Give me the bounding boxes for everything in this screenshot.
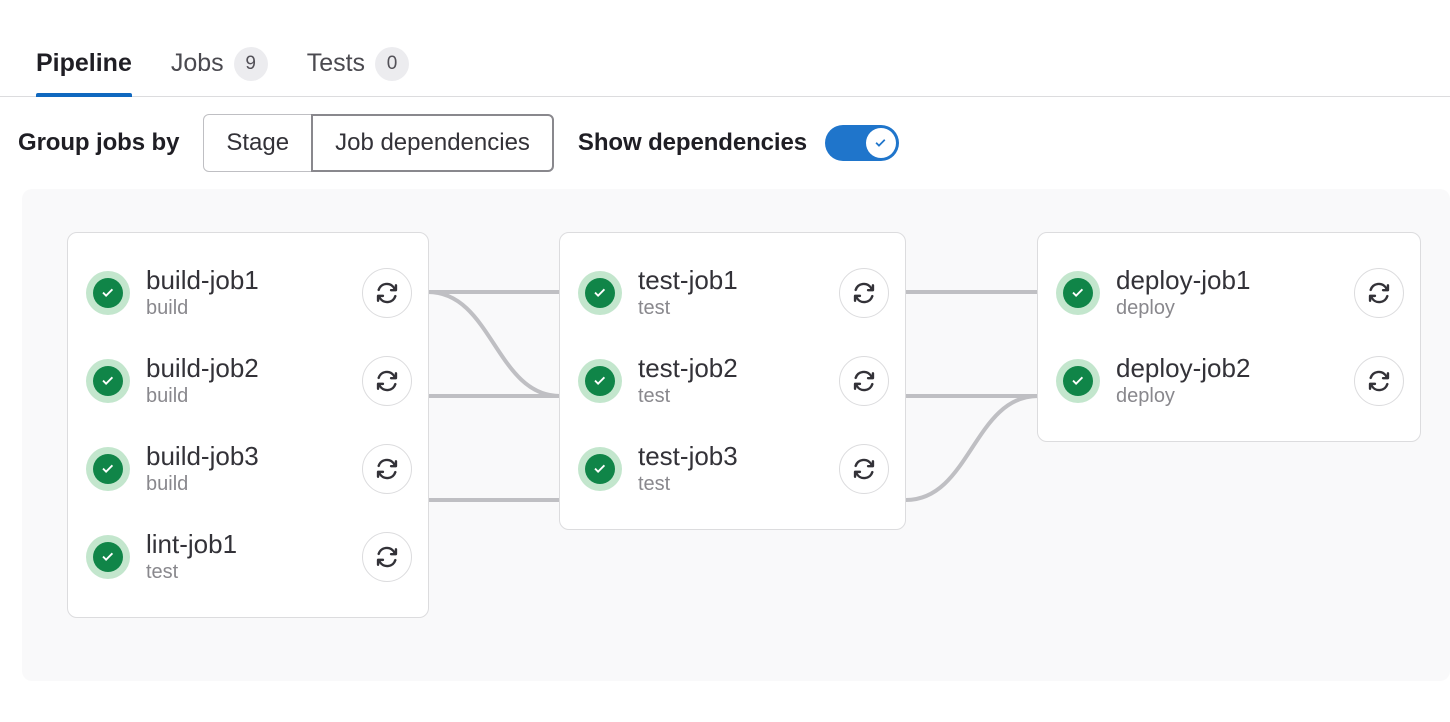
show-dependencies-toggle[interactable] [824, 125, 899, 161]
retry-icon [376, 546, 398, 568]
retry-job-button[interactable] [362, 268, 412, 318]
job-name: build-job2 [146, 353, 259, 383]
job-stage: build [146, 385, 189, 407]
job-stage: test [146, 561, 179, 583]
tab-jobs-label: Jobs [170, 49, 224, 77]
job-text: build-job2 build [146, 353, 352, 409]
retry-icon [376, 282, 398, 304]
job-row-build-job3[interactable]: build-job3 build [68, 425, 428, 513]
link-build-job1-test-job2 [427, 290, 561, 398]
toggle-knob [865, 128, 896, 158]
job-row-deploy-job1[interactable]: deploy-job1 deploy [1038, 249, 1420, 337]
pipeline-controls: Group jobs by Stage Job dependencies Sho… [0, 97, 1450, 189]
job-text: deploy-job2 deploy [1116, 353, 1344, 409]
tab-jobs-badge: 9 [233, 46, 268, 81]
pipeline-graph-inner: build-job1 build build-job2 buil [22, 189, 1450, 681]
status-success-icon [86, 447, 130, 491]
status-success-icon [1056, 271, 1100, 315]
retry-icon [1368, 282, 1390, 304]
job-text: build-job1 build [146, 265, 352, 321]
status-success-icon [578, 359, 622, 403]
tab-pipeline-label: Pipeline [36, 49, 132, 77]
check-icon [875, 139, 886, 147]
job-name: lint-job1 [146, 529, 238, 559]
job-row-build-job1[interactable]: build-job1 build [68, 249, 428, 337]
job-stage: test [638, 385, 671, 407]
job-name: test-job1 [638, 265, 738, 295]
job-text: test-job3 test [638, 441, 829, 497]
status-success-icon [86, 271, 130, 315]
job-name: test-job2 [638, 353, 738, 383]
status-success-icon [578, 271, 622, 315]
tab-jobs[interactable]: Jobs 9 [152, 0, 288, 97]
job-name: test-job3 [638, 441, 738, 471]
retry-job-button[interactable] [839, 444, 889, 494]
job-name: deploy-job1 [1116, 265, 1251, 295]
status-success-icon [86, 359, 130, 403]
retry-icon [376, 370, 398, 392]
job-stage: deploy [1116, 297, 1175, 319]
show-dependencies-group: Show dependencies [578, 125, 899, 161]
job-name: build-job3 [146, 441, 259, 471]
retry-job-button[interactable] [839, 356, 889, 406]
job-stage: build [146, 297, 189, 319]
group-by-stage-button[interactable]: Stage [203, 114, 313, 172]
job-row-test-job2[interactable]: test-job2 test [560, 337, 905, 425]
retry-icon [853, 282, 875, 304]
job-name: build-job1 [146, 265, 259, 295]
pipeline-tab-bar: Pipeline Jobs 9 Tests 0 [0, 0, 1450, 97]
status-success-icon [86, 535, 130, 579]
retry-job-button[interactable] [839, 268, 889, 318]
retry-icon [853, 370, 875, 392]
tab-tests-badge: 0 [375, 46, 410, 81]
job-text: deploy-job1 deploy [1116, 265, 1344, 321]
retry-icon [1368, 370, 1390, 392]
group-jobs-by-label: Group jobs by [18, 129, 180, 156]
retry-job-button[interactable] [1354, 356, 1404, 406]
retry-icon [376, 458, 398, 480]
group-jobs-by-segmented-control[interactable]: Stage Job dependencies [203, 114, 554, 172]
retry-icon [853, 458, 875, 480]
tab-tests-label: Tests [306, 49, 366, 77]
retry-job-button[interactable] [362, 444, 412, 494]
pipeline-graph-panel: build-job1 build build-job2 buil [22, 189, 1450, 681]
job-text: test-job2 test [638, 353, 829, 409]
job-row-lint-job1[interactable]: lint-job1 test [68, 513, 428, 601]
group-by-job-dependencies-button[interactable]: Job dependencies [311, 114, 554, 172]
job-row-test-job1[interactable]: test-job1 test [560, 249, 905, 337]
link-test-job3-deploy-job2 [905, 394, 1039, 502]
job-row-test-job3[interactable]: test-job3 test [560, 425, 905, 513]
job-text: lint-job1 test [146, 529, 352, 585]
pipeline-stage-card-3: deploy-job1 deploy deploy-job2 d [1037, 232, 1421, 442]
pipeline-stage-card-1: build-job1 build build-job2 buil [67, 232, 429, 618]
job-name: deploy-job2 [1116, 353, 1251, 383]
show-dependencies-label: Show dependencies [577, 129, 807, 156]
retry-job-button[interactable] [362, 356, 412, 406]
job-row-build-job2[interactable]: build-job2 build [68, 337, 428, 425]
pipeline-stage-card-2: test-job1 test test-job2 test [559, 232, 906, 530]
job-stage: test [638, 297, 671, 319]
retry-job-button[interactable] [1354, 268, 1404, 318]
job-stage: deploy [1116, 385, 1175, 407]
job-text: build-job3 build [146, 441, 352, 497]
job-stage: test [638, 473, 671, 495]
job-row-deploy-job2[interactable]: deploy-job2 deploy [1038, 337, 1420, 425]
tab-tests[interactable]: Tests 0 [288, 0, 429, 97]
job-stage: build [146, 473, 189, 495]
job-text: test-job1 test [638, 265, 829, 321]
status-success-icon [578, 447, 622, 491]
status-success-icon [1056, 359, 1100, 403]
retry-job-button[interactable] [362, 532, 412, 582]
tab-pipeline[interactable]: Pipeline [18, 0, 152, 97]
